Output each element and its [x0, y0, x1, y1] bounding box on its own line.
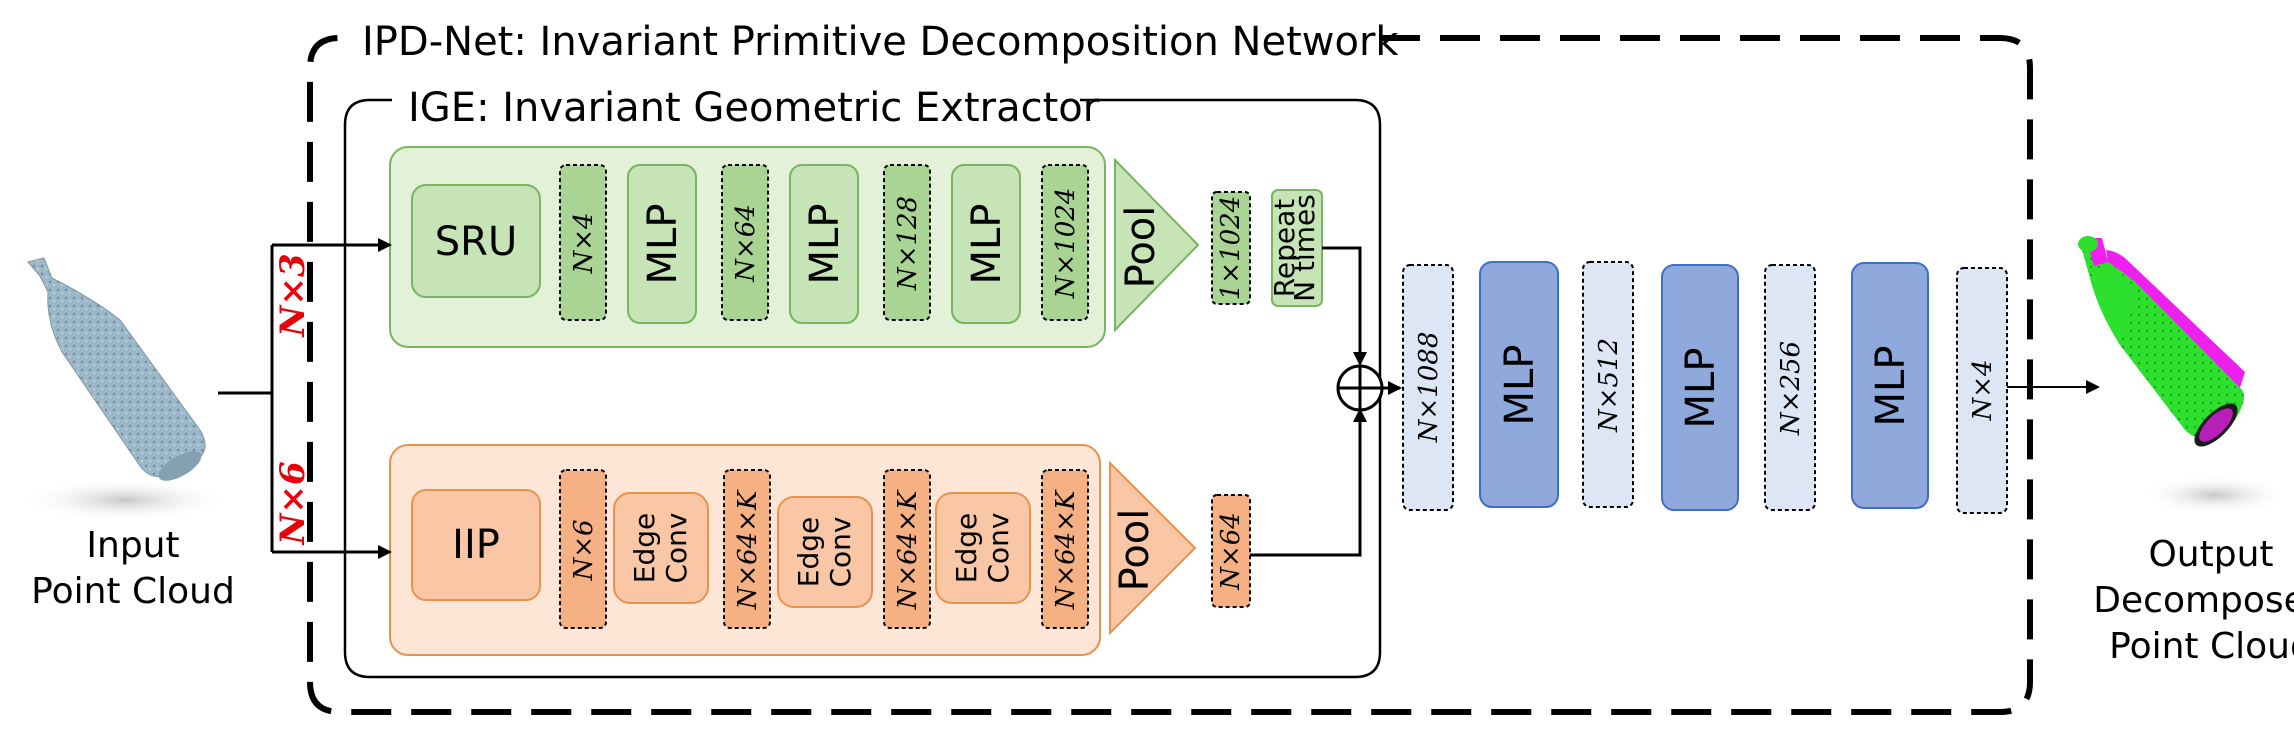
green-dim-2: N×64: [721, 164, 769, 321]
orange-dim-4-label: N×64×K: [1051, 489, 1081, 610]
edgeconv-3: Edge Conv: [935, 492, 1031, 604]
green-dim-2-label: N×64: [731, 204, 761, 283]
output-caption-3: Point Cloud: [2109, 626, 2294, 667]
green-dim-1-label: N×4: [569, 212, 599, 274]
iip-box: [411, 489, 541, 601]
green-mlp-2: MLP: [789, 164, 859, 324]
branch-label-bottom: N×6: [273, 461, 313, 545]
green-pool-label: Pool: [1118, 206, 1164, 289]
head-dim-4: N×4: [1956, 267, 2008, 514]
head-dim-3: N×256: [1764, 264, 1816, 511]
ipd-net-title: IPD-Net: Invariant Primitive Decompositi…: [362, 19, 1399, 65]
green-pooled-dim: 1×1024: [1211, 191, 1251, 305]
repeat-box: Repeat N times: [1268, 189, 1323, 307]
input-caption-2: Point Cloud: [31, 571, 235, 612]
green-mlp-1-label: MLP: [640, 204, 686, 285]
edgeconv-2-label-1: Edge: [792, 517, 825, 587]
sru-box: [411, 184, 541, 298]
green-dim-4: N×1024: [1041, 164, 1089, 321]
sru-label: SRU: [435, 219, 517, 265]
head-mlp-2: MLP: [1661, 264, 1739, 511]
output-point-cloud: [2078, 236, 2290, 515]
repeat-label-2: N times: [1288, 194, 1321, 302]
output-caption-2: Decomposed: [2093, 580, 2294, 621]
orange-dim-4: N×64×K: [1041, 469, 1089, 629]
input-split-connector: [218, 238, 392, 559]
ige-title: IGE: Invariant Geometric Extractor: [408, 85, 1100, 131]
edgeconv-1: Edge Conv: [613, 492, 709, 604]
edgeconv-1-label-2: Conv: [660, 513, 693, 584]
head-dim-1-label: N×1088: [1414, 332, 1444, 444]
orange-dim-1-label: N×6: [569, 519, 599, 581]
head-mlp-2-label: MLP: [1678, 348, 1724, 429]
ige-frame: [343, 98, 1382, 679]
orange-dim-3-label: N×64×K: [893, 489, 923, 610]
orange-dim-2-label: N×64×K: [733, 489, 763, 610]
edgeconv-2-label-2: Conv: [824, 517, 857, 588]
green-mlp-3: MLP: [951, 164, 1021, 324]
orange-dim-1: N×6: [559, 469, 607, 629]
head-mlp-3: MLP: [1851, 262, 1929, 509]
orange-dim-3: N×64×K: [883, 469, 931, 629]
ipd-net-frame: [307, 35, 2033, 715]
orange-pooled-dim-label: N×64: [1216, 512, 1246, 591]
input-caption-1: Input: [86, 525, 179, 566]
head-dim-2: N×512: [1582, 261, 1634, 508]
concat-operator: [1336, 364, 1384, 412]
head-mlp-1-label: MLP: [1497, 345, 1543, 426]
orange-pool-label: Pool: [1112, 509, 1158, 592]
edgeconv-3-label-1: Edge: [950, 513, 983, 583]
output-caption-1: Output: [2148, 534, 2273, 575]
green-dim-1: N×4: [559, 164, 607, 321]
merge-connectors: [1250, 246, 1402, 557]
green-mlp-1: MLP: [627, 164, 697, 324]
green-pooled-dim-label: 1×1024: [1216, 196, 1246, 301]
head-dim-2-label: N×512: [1594, 338, 1624, 433]
edgeconv-2: Edge Conv: [777, 496, 873, 608]
green-dim-3-label: N×128: [893, 196, 923, 291]
green-mlp-3-label: MLP: [964, 204, 1010, 285]
head-mlp-3-label: MLP: [1868, 346, 1914, 427]
repeat-label-1: Repeat: [1268, 199, 1301, 298]
green-dim-3: N×128: [883, 164, 931, 321]
green-pool: Pool: [1114, 157, 1200, 333]
orange-pool: Pool: [1109, 460, 1197, 636]
input-point-cloud: [20, 257, 230, 522]
branch-label-top: N×3: [273, 253, 313, 337]
green-dim-4-label: N×1024: [1051, 188, 1081, 300]
green-mlp-2-label: MLP: [802, 204, 848, 285]
orange-dim-2: N×64×K: [723, 469, 771, 629]
edgeconv-3-label-2: Conv: [982, 513, 1015, 584]
orange-pooled-dim: N×64: [1211, 494, 1251, 608]
head-dim-3-label: N×256: [1776, 341, 1806, 436]
head-mlp-1: MLP: [1479, 261, 1559, 508]
iip-label: IIP: [452, 522, 500, 568]
head-dim-4-label: N×4: [1968, 359, 1998, 421]
head-dim-1: N×1088: [1402, 264, 1454, 511]
edgeconv-1-label-1: Edge: [628, 513, 661, 583]
